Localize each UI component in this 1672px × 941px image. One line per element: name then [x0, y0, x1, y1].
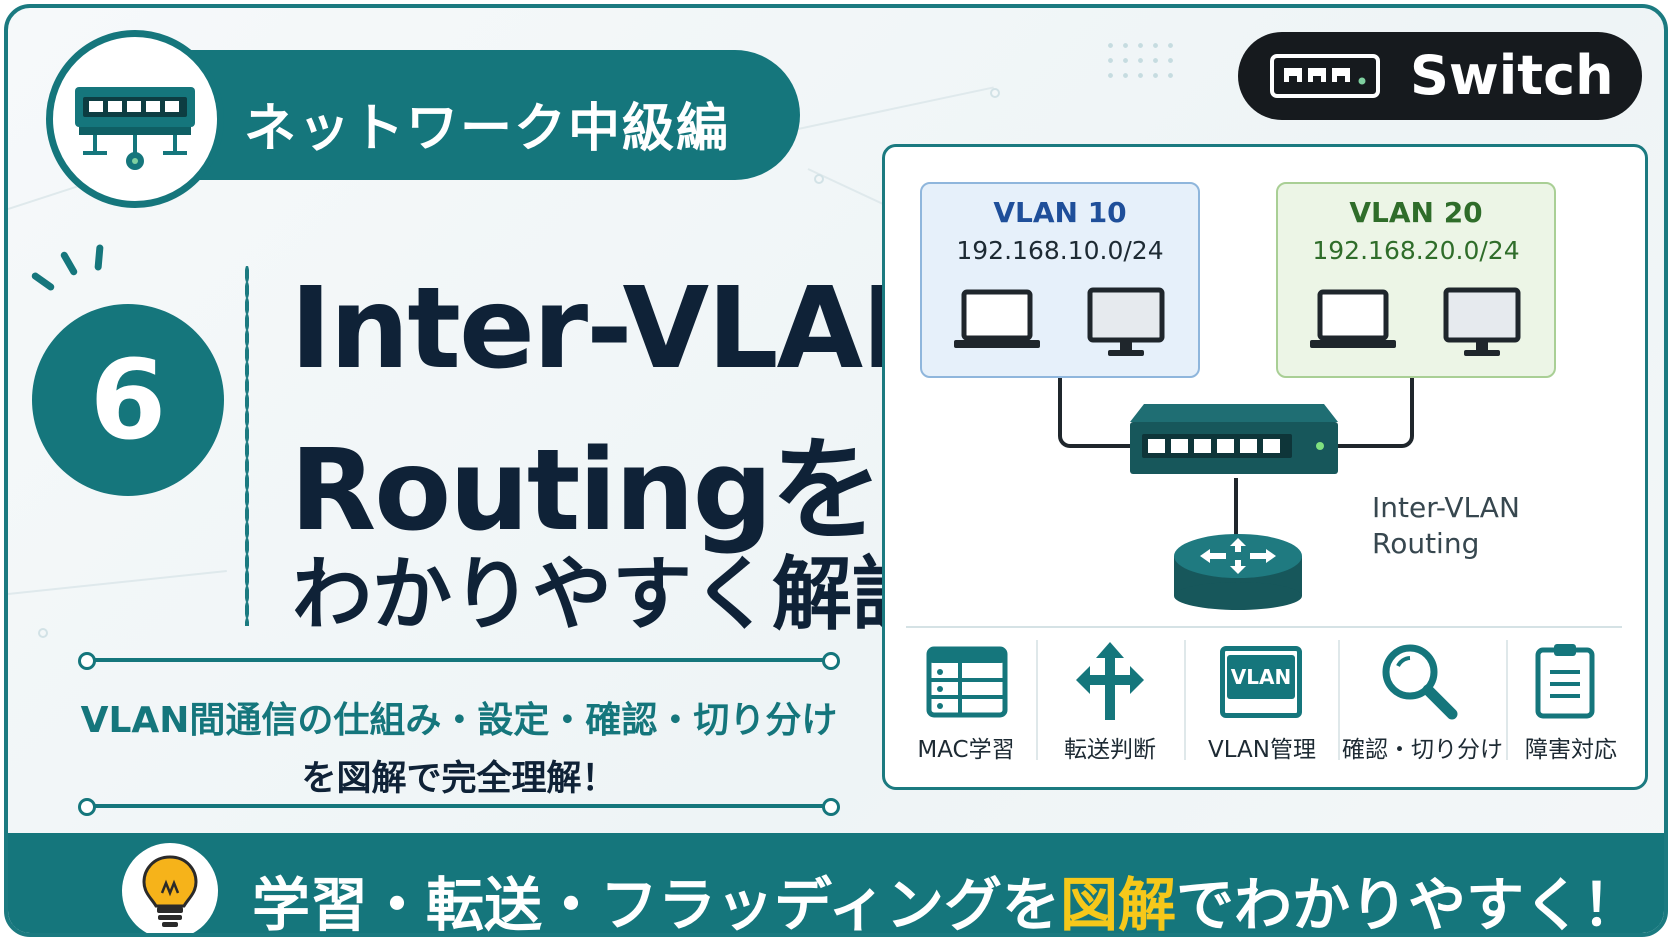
title-line-1: Inter-VLAN: [290, 264, 955, 394]
laptop-icon: [954, 289, 1040, 348]
router-label-line-2: Routing: [1372, 527, 1480, 560]
subtitle-rule-top: [78, 652, 840, 670]
footer-text-after: でわかりやすく！: [1175, 871, 1640, 937]
decor-node: [814, 174, 824, 184]
vlan20-box: [1276, 182, 1556, 378]
router-label: Inter-VLAN Routing: [1372, 490, 1520, 562]
vlan-management-icon: VLAN: [1220, 646, 1302, 718]
feature-divider: [1184, 640, 1186, 760]
footer-bar: [8, 833, 1664, 933]
footer-highlight: 図解: [1059, 871, 1176, 937]
subtitle-line-2: を図解で完全理解！: [301, 759, 617, 799]
footer-text-before: 学習・転送・フラッディングを: [252, 871, 1060, 937]
vlan10-subnet: 192.168.10.0/24: [956, 236, 1164, 265]
switch-icon: [75, 87, 195, 170]
subtitle-line-1: VLAN間通信の仕組み・設定・確認・切り分け: [80, 700, 838, 741]
decor-node: [990, 88, 1000, 98]
link-vlan20: [1324, 378, 1414, 448]
title-line-3: わかりやすく解説: [292, 548, 932, 641]
switch-label: Switch: [1410, 44, 1614, 107]
magnifier-icon: [1382, 644, 1458, 720]
category-label: ネットワーク中級編: [244, 99, 731, 159]
switch-chip-icon: [1270, 54, 1380, 98]
feature-divider: [1506, 640, 1508, 760]
decor-line: [8, 570, 227, 595]
spark-mark: [30, 271, 56, 292]
footer-message: 学習・転送・フラッディングを図解でわかりやすく！: [252, 858, 1640, 937]
thumbnail-frame: ネットワーク中級編 Switch 6: [4, 4, 1668, 937]
router-icon: [1174, 534, 1302, 610]
feature-label-forwarding: 転送判断: [1064, 737, 1156, 763]
vlan-management-icon-text: VLAN: [1227, 655, 1295, 699]
laptop-icon: [1310, 289, 1396, 348]
spark-mark: [94, 244, 104, 271]
feature-divider: [1338, 640, 1340, 760]
clipboard-icon: [1535, 644, 1595, 719]
decor-node: [38, 628, 48, 638]
vlan20-name: VLAN 20: [1349, 196, 1483, 229]
monitor-icon: [1443, 287, 1521, 356]
title-line-2: Routingを: [290, 426, 883, 556]
lightbulb-icon: [142, 855, 198, 927]
feature-divider: [1036, 640, 1038, 760]
decor-dot-grid: [1103, 38, 1173, 88]
forwarding-arrows-icon: [1076, 642, 1144, 720]
category-badge: [46, 30, 224, 208]
subtitle-rule-bottom: [78, 798, 840, 816]
spark-mark: [59, 250, 79, 277]
dotted-divider: [245, 266, 249, 626]
feature-label-mac-learning: MAC学習: [917, 737, 1015, 763]
vlan20-subnet: 192.168.20.0/24: [1312, 236, 1520, 265]
episode-badge: [32, 304, 224, 496]
switch-chip: [1238, 32, 1642, 120]
link-vlan10: [1058, 378, 1138, 448]
monitor-icon: [1087, 287, 1165, 356]
bulb-badge: [122, 843, 218, 933]
feature-separator: [906, 626, 1622, 628]
router-label-line-1: Inter-VLAN: [1372, 491, 1520, 524]
feature-label-vlan-management: VLAN管理: [1207, 737, 1316, 763]
decor-line: [797, 86, 994, 130]
network-switch-icon: [1130, 404, 1338, 474]
link-router: [1234, 478, 1238, 538]
episode-number: 6: [89, 336, 167, 464]
mac-table-icon: [926, 646, 1008, 718]
vlan10-name: VLAN 10: [993, 196, 1127, 229]
feature-label-troubleshooting: 確認・切り分け: [1342, 737, 1503, 763]
feature-label-incident-response: 障害対応: [1525, 737, 1617, 763]
